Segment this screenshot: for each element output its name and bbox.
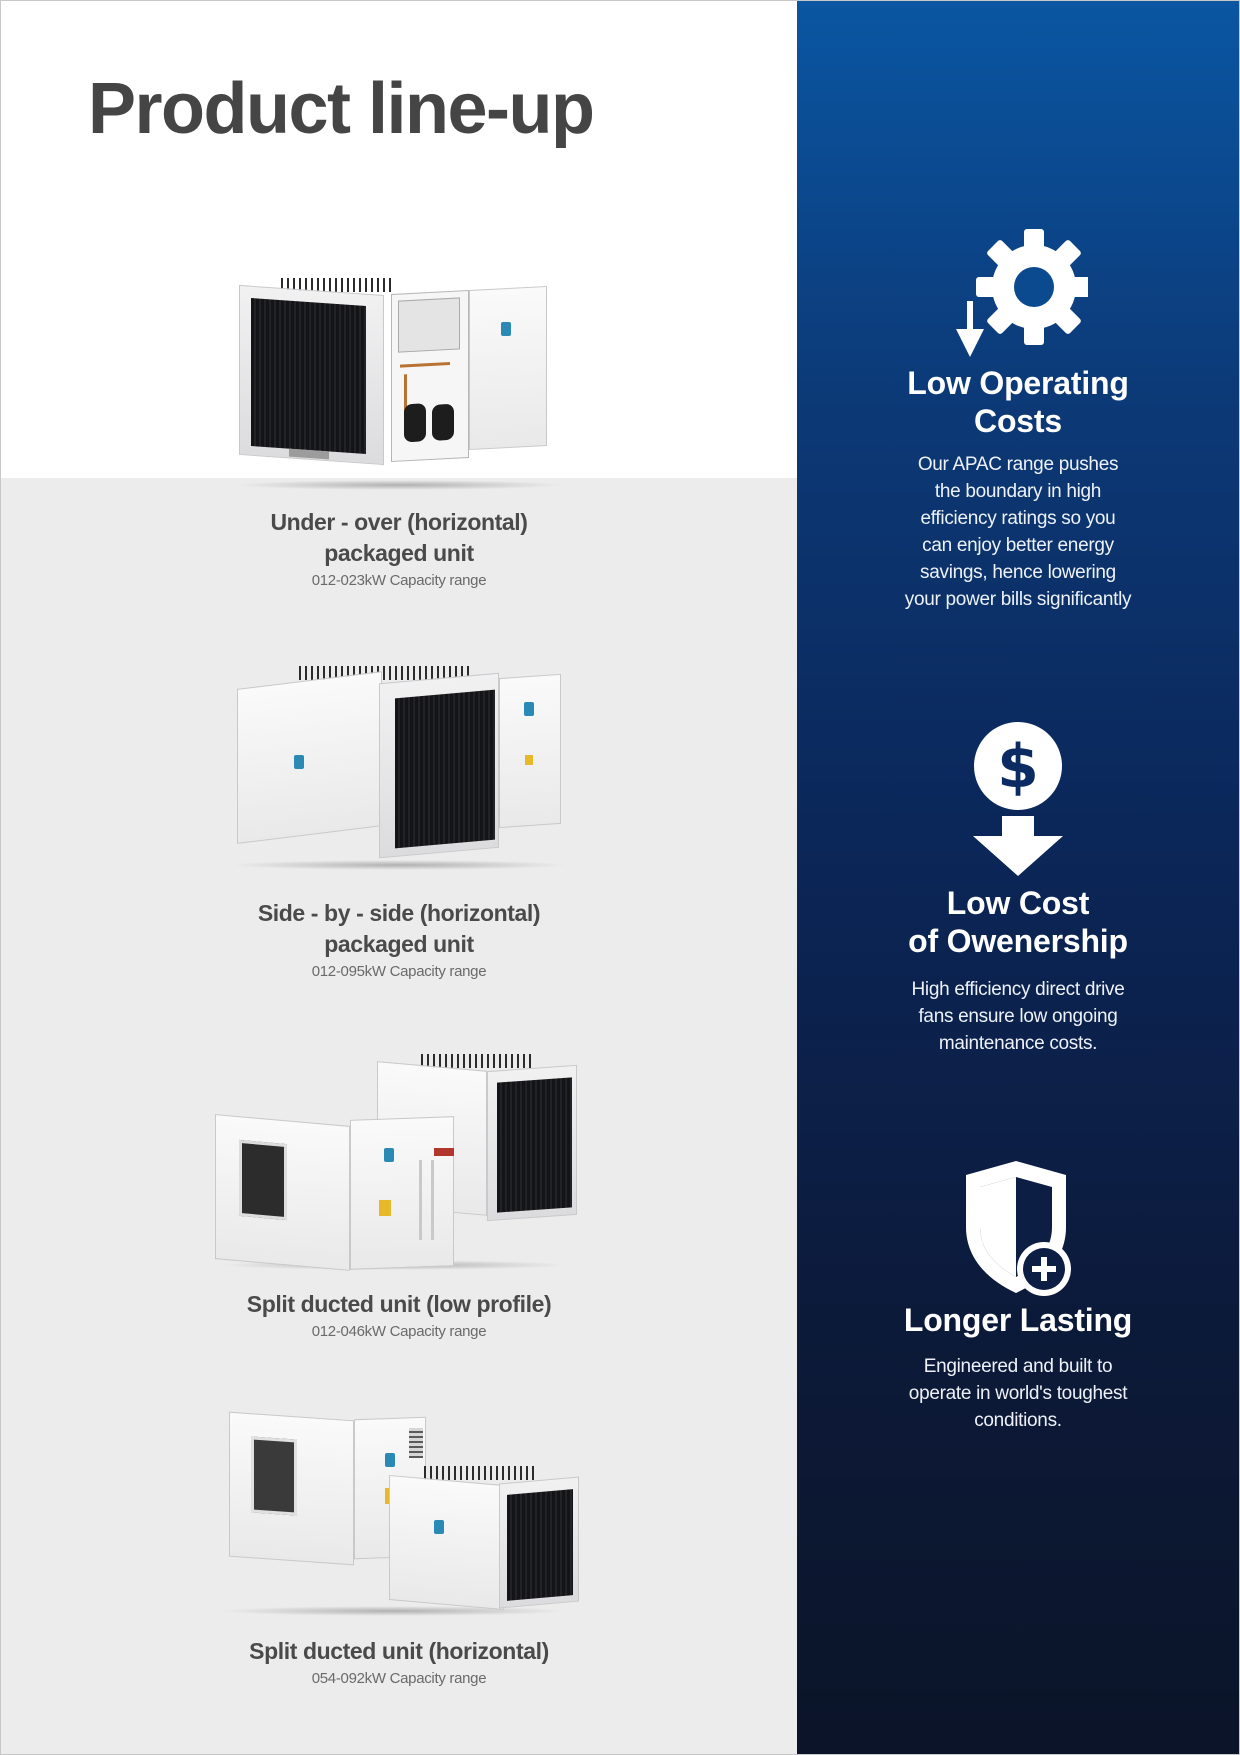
product-capacity: 012-095kW Capacity range: [311, 963, 487, 980]
feature-desc-line: efficiency ratings so you: [920, 508, 1116, 529]
feature-low-operating-costs: Low Operating Costs Our APAC range pushe…: [797, 229, 1239, 613]
feature-low-cost-ownership: $ Low Cost of Owenership High efficiency…: [797, 721, 1239, 1057]
under-over-packaged-unit-photo: [229, 270, 569, 495]
shield-plus-icon: [958, 1157, 1078, 1297]
feature-desc-line: Our APAC range pushes: [917, 454, 1119, 475]
benefits-panel: Low Operating Costs Our APAC range pushe…: [797, 1, 1239, 1754]
feature-title-line: Longer Lasting: [903, 1302, 1133, 1338]
product-capacity: 012-046kW Capacity range: [311, 1323, 487, 1340]
split-ducted-horizontal-unit-photo: [209, 1408, 589, 1623]
feature-desc-line: savings, hence lowering: [920, 562, 1116, 583]
feature-title-line: of Owenership: [908, 923, 1128, 959]
product-capacity: 054-092kW Capacity range: [311, 1670, 487, 1687]
product-name-line: Split ducted unit (low profile): [246, 1291, 552, 1317]
side-by-side-packaged-unit-photo: [219, 660, 579, 880]
feature-desc-line: the boundary in high: [934, 481, 1102, 502]
feature-title-line: Costs: [974, 403, 1062, 439]
feature-desc-line: operate in world's toughest: [908, 1383, 1128, 1404]
feature-longer-lasting: Longer Lasting Engineered and built to o…: [797, 1157, 1239, 1434]
product-split-horizontal: Split ducted unit (horizontal) 054-092kW…: [1, 1408, 797, 1687]
product-name-line: Under - over (horizontal): [270, 509, 528, 535]
product-name-line: Side - by - side (horizontal): [257, 900, 541, 926]
dollar-down-arrow-icon: $: [968, 721, 1068, 876]
gear-down-arrow-icon: [948, 229, 1092, 359]
feature-desc-line: Engineered and built to: [923, 1356, 1113, 1377]
feature-desc-line: your power bills significantly: [904, 589, 1132, 610]
feature-desc-line: fans ensure low ongoing: [918, 1006, 1118, 1027]
feature-desc-line: High efficiency direct drive: [911, 979, 1125, 1000]
product-split-low-profile: Split ducted unit (low profile) 012-046k…: [1, 1050, 797, 1340]
product-name-line: Split ducted unit (horizontal): [249, 1638, 549, 1664]
feature-title-line: Low Cost: [946, 885, 1090, 921]
product-capacity: 012-023kW Capacity range: [311, 572, 487, 589]
split-ducted-low-profile-unit-photo: [209, 1050, 589, 1275]
product-name-line: packaged unit: [324, 540, 474, 566]
feature-desc-line: conditions.: [974, 1410, 1062, 1431]
feature-desc-line: maintenance costs.: [938, 1033, 1098, 1054]
page-title: Product line-up: [88, 69, 595, 149]
svg-text:$: $: [997, 732, 1039, 802]
product-name-line: packaged unit: [324, 931, 474, 957]
feature-desc-line: can enjoy better energy: [922, 535, 1114, 556]
product-side-by-side: Side - by - side (horizontal) packaged u…: [1, 660, 797, 980]
feature-title-line: Low Operating: [907, 365, 1129, 401]
product-under-over: Under - over (horizontal) packaged unit …: [1, 270, 797, 589]
